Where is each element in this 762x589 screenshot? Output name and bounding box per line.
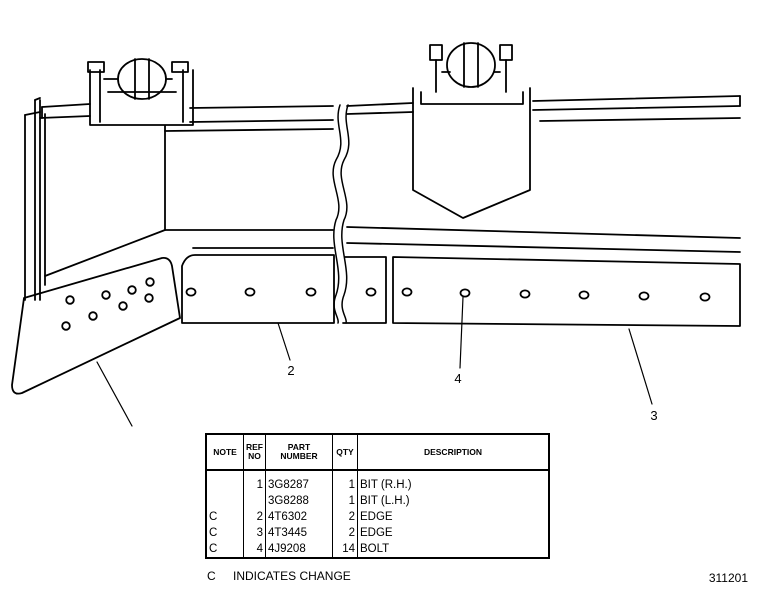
- table-row: C 2 4T6302 2 EDGE: [206, 509, 549, 525]
- table-row: C 3 4T3445 2 EDGE: [206, 525, 549, 541]
- header-part-line1: PART: [287, 442, 311, 452]
- bolt-hole: [61, 321, 71, 331]
- header-part-number: PART NUMBER: [265, 434, 333, 471]
- row-part-number: 3G8288: [265, 493, 333, 509]
- bolt-hole: [118, 301, 128, 311]
- footnote-code: C: [207, 569, 216, 583]
- row-part-number: 4T3445: [265, 525, 333, 541]
- bolt-hole: [459, 288, 471, 298]
- header-qty: QTY: [332, 434, 358, 471]
- bolt-hole: [145, 277, 155, 287]
- bolt-hole: [101, 290, 111, 300]
- bolt-hole: [244, 287, 256, 297]
- cutting-edge-short: [181, 254, 387, 324]
- bolt-hole: [65, 295, 75, 305]
- bolt-hole: [578, 290, 590, 300]
- bolt-hole: [519, 289, 531, 299]
- header-ref-line2: NO: [248, 451, 261, 461]
- callout-2: 2: [287, 363, 294, 378]
- row-note: C: [206, 509, 244, 525]
- bolt-hole: [305, 287, 317, 297]
- row-note: [206, 493, 244, 509]
- row-description: BOLT: [360, 543, 390, 555]
- row-note: C: [206, 525, 244, 541]
- table-row: 1 3G8287 1 BIT (R.H.): [206, 470, 549, 493]
- row-description: EDGE: [360, 527, 393, 539]
- row-ref: 4: [243, 541, 266, 558]
- bolt-hole: [365, 287, 377, 297]
- bolt-hole: [88, 311, 98, 321]
- leader-lines: [96, 296, 653, 427]
- row-part-number: 3G8287: [265, 470, 333, 493]
- row-ref: [243, 493, 266, 509]
- table-row: 3G8288 1 BIT (L.H.): [206, 493, 549, 509]
- end-bit: [11, 257, 181, 395]
- header-ref-line1: REF: [246, 442, 263, 452]
- row-description: BIT (R.H.): [360, 479, 412, 491]
- row-note: [206, 470, 244, 493]
- row-qty: 2: [332, 509, 358, 525]
- left-mounting-bracket: [87, 58, 194, 126]
- figure-number: 311201: [708, 571, 748, 585]
- row-description: EDGE: [360, 511, 393, 523]
- footnote-text: INDICATES CHANGE: [233, 569, 351, 583]
- callout-3: 3: [650, 408, 657, 423]
- row-part-number: 4J9208: [265, 541, 333, 558]
- moldboard-face: [24, 111, 741, 301]
- table-row: C 4 4J9208 14 BOLT: [206, 541, 549, 558]
- end-guard-rod: [34, 97, 41, 301]
- callout-4: 4: [454, 371, 461, 386]
- bolt-hole: [144, 293, 154, 303]
- row-note: C: [206, 541, 244, 558]
- header-part-line2: NUMBER: [280, 451, 318, 461]
- cutting-edge-long: [392, 256, 741, 327]
- bolt-hole: [401, 287, 413, 297]
- bolt-hole: [699, 292, 711, 302]
- bolt-hole: [127, 285, 137, 295]
- table-header-row: NOTE REF NO PART NUMBER QTY DESCRIPTION: [206, 434, 549, 471]
- row-qty: 1: [332, 493, 358, 509]
- blade-cutting-edge-illustration: 1 2 4 3: [11, 42, 741, 430]
- header-ref-no: REF NO: [243, 434, 266, 471]
- break-lines: [332, 104, 350, 324]
- header-description: DESCRIPTION: [357, 434, 549, 471]
- callout-1: 1: [130, 428, 137, 430]
- header-note: NOTE: [206, 434, 244, 471]
- change-footnote: C INDICATES CHANGE: [207, 569, 351, 583]
- row-description: BIT (L.H.): [360, 495, 410, 507]
- center-mounting-bracket: [412, 42, 531, 219]
- row-ref: 3: [243, 525, 266, 541]
- bolt-hole: [638, 291, 650, 301]
- row-qty: 2: [332, 525, 358, 541]
- bolt-hole: [185, 287, 197, 297]
- moldboard-top-edge: [39, 95, 741, 123]
- row-ref: 1: [243, 470, 266, 493]
- row-ref: 2: [243, 509, 266, 525]
- row-part-number: 4T6302: [265, 509, 333, 525]
- parts-list-table: NOTE REF NO PART NUMBER QTY DESCRIPTION …: [205, 433, 550, 559]
- row-qty: 1: [332, 470, 358, 493]
- row-qty: 14: [332, 541, 358, 558]
